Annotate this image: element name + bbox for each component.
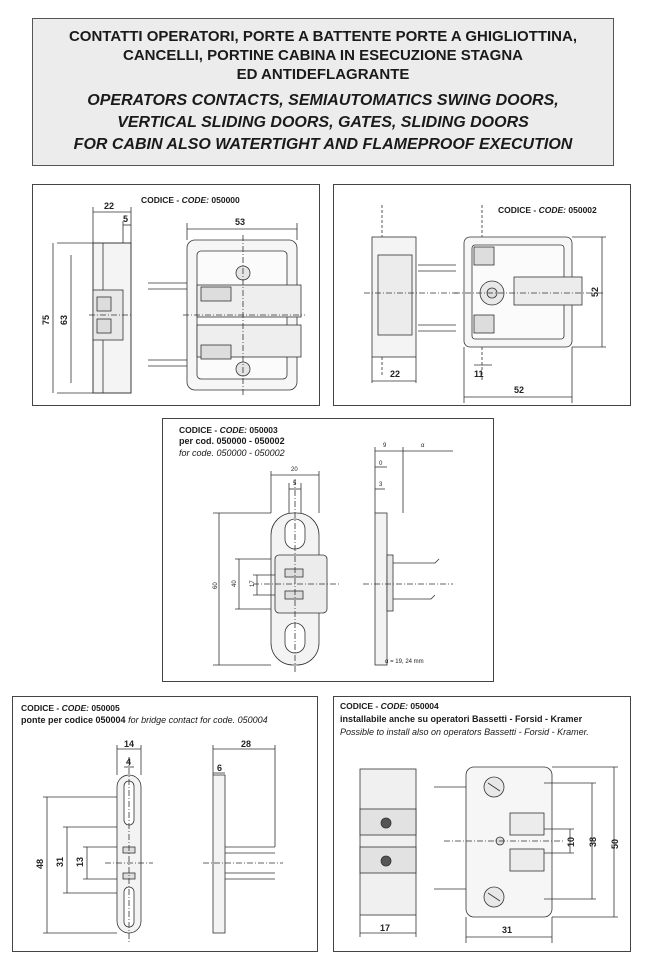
dim-4: 4 <box>126 757 131 767</box>
drawing-050003: 20 5 60 40 17 9 α 0 3 α = 19, 24 mm <box>213 443 453 673</box>
dim-48: 48 <box>35 859 45 869</box>
panel-050004: CODICE - CODE: 050004 installabile anche… <box>333 696 631 952</box>
dim-40: 40 <box>232 580 238 587</box>
panel-050005: CODICE - CODE: 050005 ponte per codice 0… <box>12 696 318 952</box>
compatibility-it: installabile anche su operatori Bassetti… <box>340 714 583 724</box>
dim-63: 63 <box>59 315 69 325</box>
dim-13: 13 <box>75 857 85 867</box>
title-en-line-2: VERTICAL SLIDING DOORS, GATES, SLIDING D… <box>117 114 529 131</box>
title-it-line-3: ED ANTIDEFLAGRANTE <box>236 66 410 83</box>
bridge-note: ponte per codice 050004 for bridge conta… <box>21 715 268 725</box>
drawing-050002: 22 11 52 52 <box>364 205 606 403</box>
code-label: CODICE - CODE: 050002 <box>498 205 597 215</box>
dim-75: 75 <box>41 315 51 325</box>
drawing-050004: 17 31 10 38 50 <box>359 766 620 943</box>
compatibility-en: Possible to install also on operators Ba… <box>340 727 589 737</box>
title-en-line-3: FOR CABIN ALSO WATERTIGHT AND FLAMEPROOF… <box>73 136 573 153</box>
compatibility-en: for code. 050000 - 050002 <box>179 448 285 458</box>
compatibility-it: per cod. 050000 - 050002 <box>179 436 285 446</box>
dim-3: 3 <box>379 482 383 488</box>
drawing-050000: 22 5 53 75 63 <box>41 201 305 395</box>
dim-28: 28 <box>241 739 251 749</box>
dim-9: 9 <box>383 443 387 449</box>
dim-31: 31 <box>502 925 512 935</box>
dim-22: 22 <box>390 369 400 379</box>
dim-17: 17 <box>380 923 390 933</box>
dim-60: 60 <box>213 582 219 589</box>
dim-14: 14 <box>124 739 134 749</box>
dim-0: 0 <box>379 461 383 467</box>
dim-52-width: 52 <box>514 385 524 395</box>
title-it-line-2: CANCELLI, PORTINE CABINA IN ESECUZIONE S… <box>122 47 523 64</box>
dim-38: 38 <box>588 837 598 847</box>
title-en-line-1: OPERATORS CONTACTS, SEMIAUTOMATICS SWING… <box>87 92 559 109</box>
dim-11: 11 <box>474 369 484 379</box>
dim-50: 50 <box>610 839 620 849</box>
panel-050003: CODICE - CODE: 050003 per cod. 050000 - … <box>162 418 494 682</box>
dim-10: 10 <box>566 837 576 847</box>
dim-alpha: α <box>421 443 425 449</box>
bridge-note-en: for bridge contact for code. 050004 <box>128 715 268 725</box>
dim-53: 53 <box>235 217 245 227</box>
code-label: CODICE - CODE: 050003 <box>179 425 278 435</box>
bridge-note-it: ponte per codice 050004 <box>21 715 126 725</box>
alpha-note: α = 19, 24 mm <box>385 659 424 665</box>
title-italian: CONTATTI OPERATORI, PORTE A BATTENTE POR… <box>33 27 613 84</box>
panel-050002: CODICE - CODE: 050002 <box>333 184 631 406</box>
dim-52-height: 52 <box>590 287 600 297</box>
dim-31: 31 <box>55 857 65 867</box>
dim-5: 5 <box>293 481 297 487</box>
dim-17: 17 <box>250 580 256 587</box>
title-it-line-1: CONTATTI OPERATORI, PORTE A BATTENTE POR… <box>68 28 578 45</box>
title-english: OPERATORS CONTACTS, SEMIAUTOMATICS SWING… <box>33 90 613 156</box>
drawing-050005: 14 4 48 31 13 28 6 <box>35 739 283 942</box>
dim-20: 20 <box>291 467 298 473</box>
dim-22: 22 <box>104 201 114 211</box>
code-label: CODICE - CODE: 050005 <box>21 703 120 713</box>
title-banner: CONTATTI OPERATORI, PORTE A BATTENTE POR… <box>32 18 614 166</box>
dim-5: 5 <box>123 214 128 224</box>
code-label: CODICE - CODE: 050004 <box>340 701 439 711</box>
dim-6: 6 <box>217 763 222 773</box>
code-label: CODICE - CODE: 050000 <box>141 195 240 205</box>
panel-050000: CODICE - CODE: 050000 <box>32 184 320 406</box>
